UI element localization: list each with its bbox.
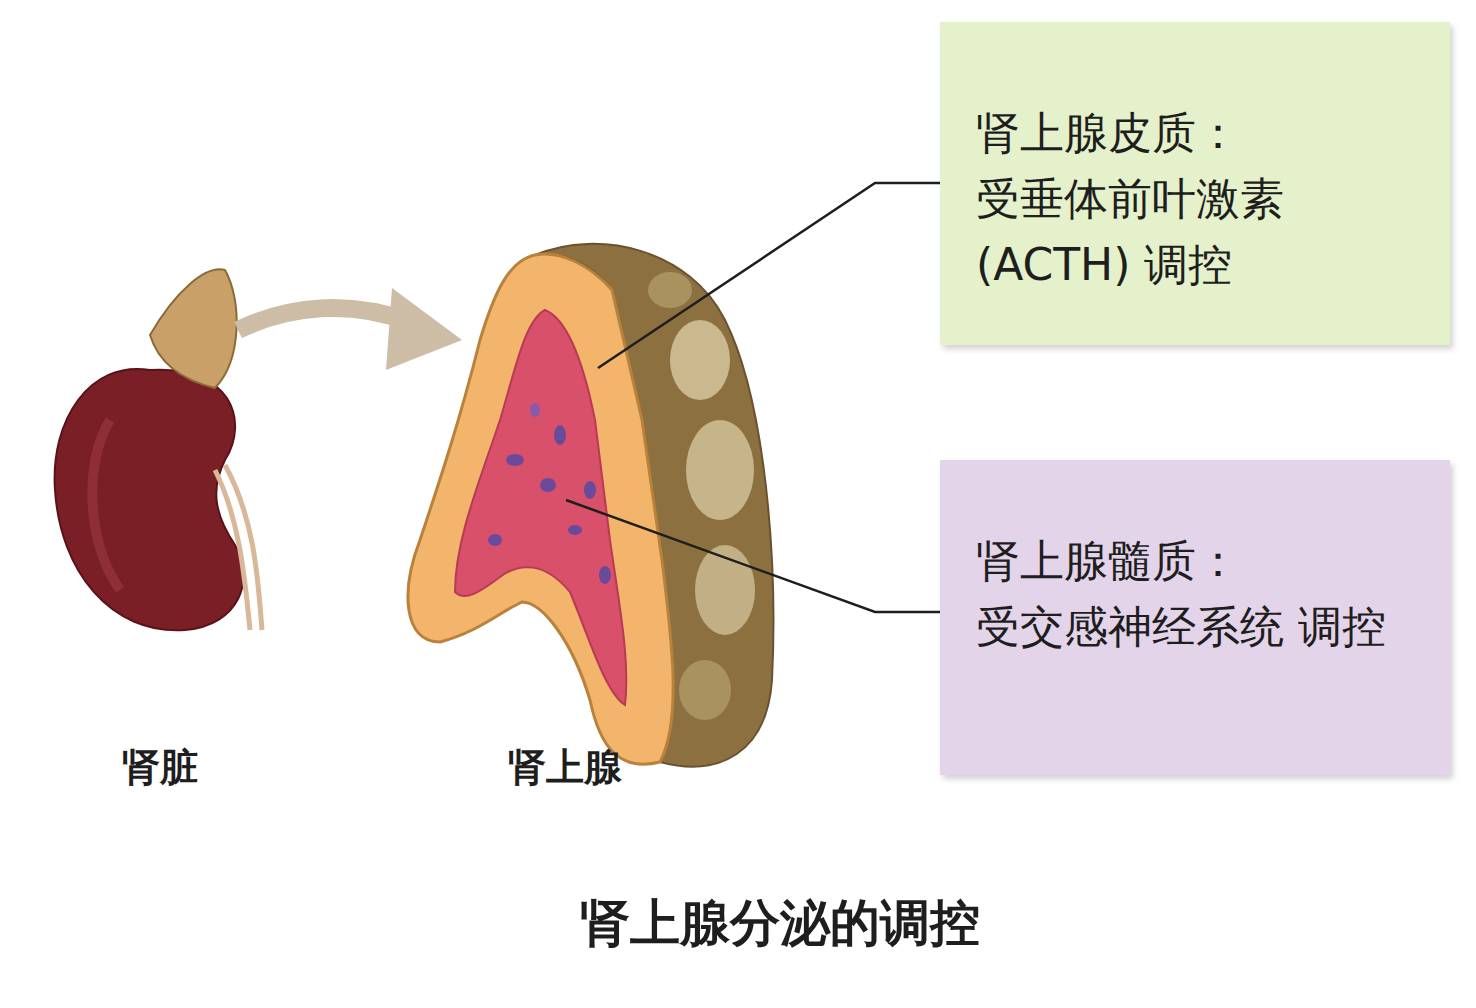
transfer-arrowhead — [386, 288, 462, 370]
figure-caption: 肾上腺分泌的调控 — [430, 890, 1130, 957]
medulla-spot — [540, 478, 556, 492]
medulla-spot — [568, 525, 582, 535]
leader-line — [598, 183, 940, 368]
transfer-arrow — [238, 308, 410, 330]
renal-vessels — [215, 465, 262, 630]
callout-box: 肾上腺髓质：受交感神经系统 调控 — [940, 460, 1450, 775]
medulla-spot — [506, 454, 524, 466]
box-body: 受交感神经系统 调控 — [976, 594, 1414, 660]
gland-texture — [679, 660, 731, 720]
medulla-spot — [599, 566, 611, 584]
kidney-highlight — [92, 420, 120, 590]
leader-line — [566, 500, 940, 612]
medulla-spot — [554, 425, 566, 445]
callout-box: 肾上腺皮质：受垂体前叶激素 (ACTH) 调控 — [940, 22, 1450, 345]
gland-texture — [648, 272, 692, 308]
box-body: 受垂体前叶激素 (ACTH) 调控 — [976, 166, 1414, 298]
medulla-spot — [530, 403, 540, 417]
kidney — [55, 369, 244, 630]
adrenal-cap — [150, 269, 237, 388]
box-heading: 肾上腺髓质： — [976, 528, 1414, 594]
box-heading: 肾上腺皮质： — [976, 100, 1414, 166]
gland-texture — [686, 420, 754, 520]
part-label: 肾上腺 — [450, 742, 680, 793]
medulla-spot — [584, 481, 596, 499]
gland-texture — [670, 320, 730, 400]
cortex — [408, 254, 673, 764]
medulla-spot — [488, 534, 502, 546]
part-label: 肾脏 — [60, 742, 260, 793]
medulla — [455, 310, 626, 705]
